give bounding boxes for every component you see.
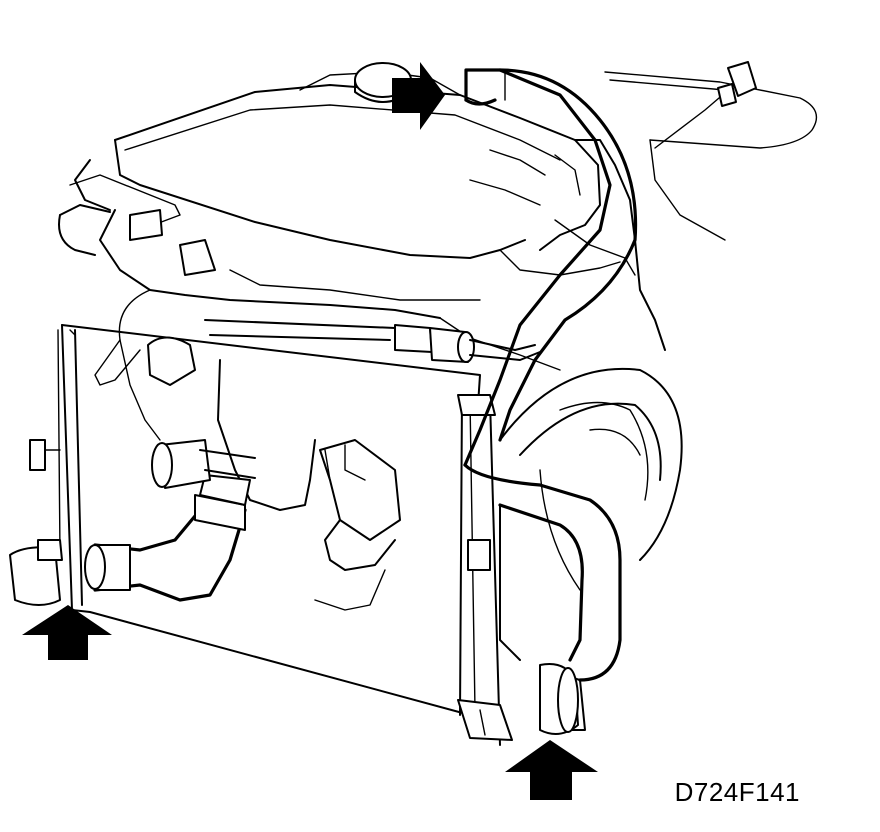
figure-reference-code: D724F141	[674, 777, 800, 807]
left-flow-arrow	[22, 605, 112, 660]
fan-housing	[499, 367, 683, 591]
top-flow-arrow	[392, 62, 445, 130]
thermostat-housing	[94, 209, 256, 489]
engine-block	[58, 71, 666, 511]
upper-radiator-hose	[463, 68, 638, 467]
lower-left-hose	[9, 474, 251, 606]
ac-line	[204, 61, 818, 363]
water-pump-hose	[314, 439, 401, 611]
lower-right-hose	[463, 463, 622, 735]
right-flow-arrow	[505, 740, 598, 800]
radiator	[29, 324, 513, 746]
